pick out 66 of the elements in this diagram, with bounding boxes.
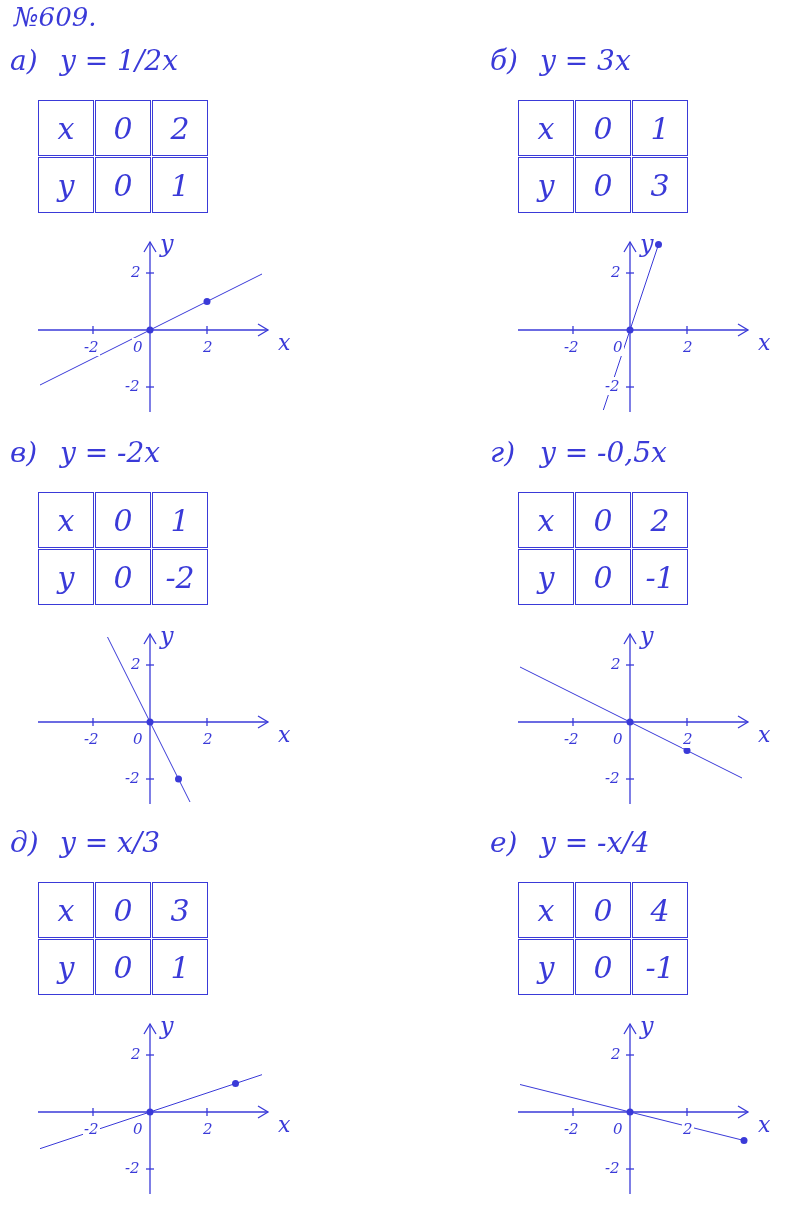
- axis-label: x: [278, 1112, 291, 1137]
- equation: y = -x/4: [540, 826, 650, 859]
- table-cell: x: [518, 100, 574, 156]
- table-cell: 1: [152, 492, 208, 548]
- item-letter: а): [10, 44, 38, 77]
- table-cell: 0: [575, 549, 631, 605]
- table-cell: x: [38, 882, 94, 938]
- equation: y = x/3: [60, 826, 161, 859]
- equation: y = 1/2x: [60, 44, 178, 77]
- table-cell: x: [518, 492, 574, 548]
- table-cell: y: [38, 939, 94, 995]
- item-letter: г): [490, 436, 516, 469]
- table-cell: 0: [95, 882, 151, 938]
- table-cell: 3: [152, 882, 208, 938]
- table-cell: 1: [152, 939, 208, 995]
- item-letter: е): [490, 826, 518, 859]
- table-cell: 0: [575, 882, 631, 938]
- table-cell: 2: [152, 100, 208, 156]
- table-cell: 0: [95, 492, 151, 548]
- tick-label: -2: [83, 338, 100, 356]
- table-cell: y: [38, 549, 94, 605]
- axis-label: x: [758, 1112, 771, 1137]
- axis-label: y: [640, 622, 654, 650]
- axis-label: y: [640, 1012, 654, 1040]
- table-cell: x: [38, 100, 94, 156]
- table-cell: -2: [152, 549, 208, 605]
- tick-label: -2: [83, 1120, 100, 1138]
- table-cell: 0: [575, 939, 631, 995]
- table-cell: 0: [575, 157, 631, 213]
- item-letter: б): [490, 44, 518, 77]
- axis-label: y: [640, 230, 654, 258]
- table-cell: 1: [632, 100, 688, 156]
- table-cell: 0: [95, 939, 151, 995]
- table-cell: 1: [152, 157, 208, 213]
- axis-label: x: [758, 722, 771, 747]
- item-letter: в): [10, 436, 38, 469]
- table-cell: x: [38, 492, 94, 548]
- table-cell: -1: [632, 549, 688, 605]
- table-cell: 2: [632, 492, 688, 548]
- table-cell: y: [518, 939, 574, 995]
- table-cell: y: [518, 157, 574, 213]
- table-cell: 4: [632, 882, 688, 938]
- table-cell: -1: [632, 939, 688, 995]
- problem-number: №609.: [14, 2, 97, 32]
- table-cell: 0: [575, 100, 631, 156]
- table-cell: 3: [632, 157, 688, 213]
- table-cell: 0: [95, 549, 151, 605]
- table-cell: 0: [575, 492, 631, 548]
- equation: y = -2x: [60, 436, 161, 469]
- axis-label: x: [758, 330, 771, 355]
- tick-label: 2: [682, 730, 694, 748]
- axis-label: x: [278, 722, 291, 747]
- table-cell: y: [518, 549, 574, 605]
- axis-label: y: [160, 622, 174, 650]
- axis-label: x: [278, 330, 291, 355]
- table-cell: y: [38, 157, 94, 213]
- axis-label: y: [160, 1012, 174, 1040]
- table-cell: 0: [95, 157, 151, 213]
- tick-label: -2: [604, 377, 621, 395]
- axis-label: y: [160, 230, 174, 258]
- equation: y = -0,5x: [540, 436, 667, 469]
- equation: y = 3x: [540, 44, 631, 77]
- item-letter: д): [10, 826, 39, 859]
- tick-label: 0: [612, 338, 624, 356]
- table-cell: x: [518, 882, 574, 938]
- table-cell: 0: [95, 100, 151, 156]
